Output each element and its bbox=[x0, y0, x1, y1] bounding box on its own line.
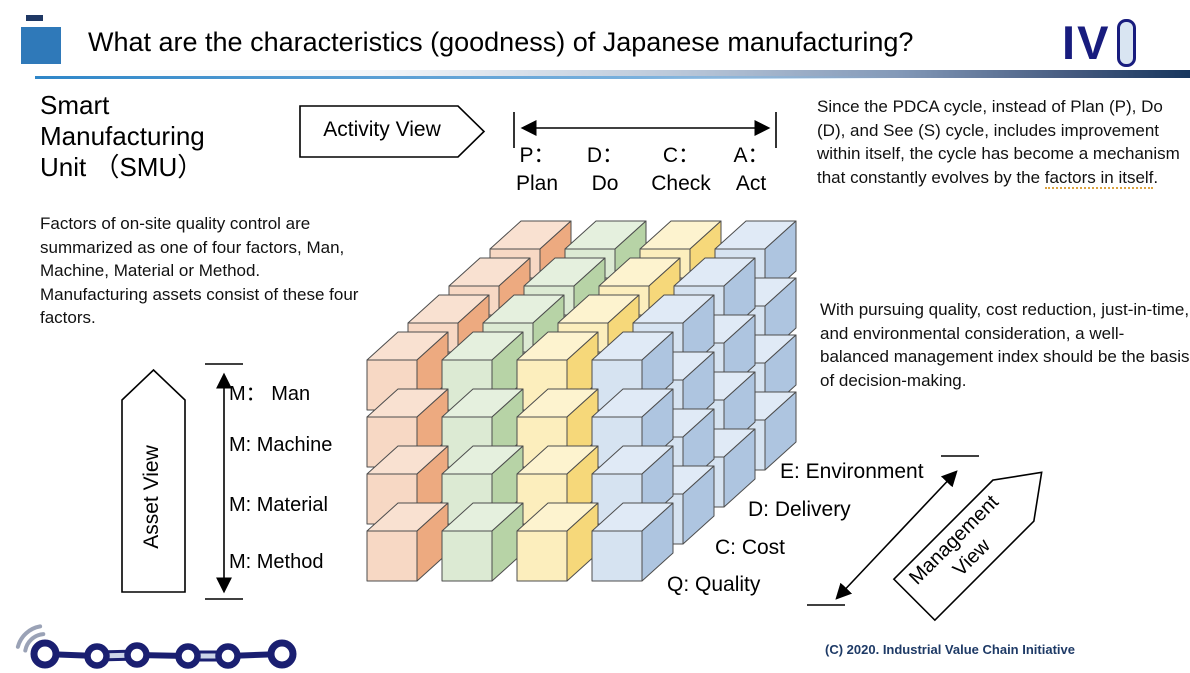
ivi-logo: I V bbox=[1062, 16, 1137, 69]
factors-paragraph: Factors of on-site quality control are s… bbox=[40, 214, 359, 327]
asset-view-label: Asset View bbox=[140, 445, 163, 549]
pdca-label-check: C： Check bbox=[633, 142, 729, 198]
activity-view-shape bbox=[299, 105, 486, 158]
management-axis-arrow bbox=[807, 455, 979, 606]
pdca-letter: P： bbox=[519, 144, 555, 167]
pdca-paragraph-lead: Since the PDCA cycle, instead of Plan (P… bbox=[817, 97, 1180, 187]
activity-axis-arrow bbox=[513, 112, 777, 148]
header-accent-square bbox=[21, 27, 61, 64]
title-underline-gradient bbox=[35, 70, 1190, 78]
management-label-3: D: Delivery bbox=[748, 498, 851, 521]
pdca-label-do: D： Do bbox=[557, 142, 653, 198]
ivi-logo-letter-v: V bbox=[1077, 16, 1111, 69]
smu-heading-line1: Smart bbox=[40, 90, 110, 120]
smu-heading: Smart Manufacturing Unit （SMU） bbox=[40, 90, 205, 183]
ivi-logo-letter-i: I bbox=[1062, 16, 1078, 69]
smu-heading-line3: Unit （SMU） bbox=[40, 152, 204, 182]
pdca-letter: C： bbox=[662, 144, 700, 167]
pdca-word: Do bbox=[591, 172, 619, 195]
management-label-1: Q: Quality bbox=[667, 573, 761, 596]
pdca-label-plan: P： Plan bbox=[489, 142, 585, 198]
asset-label-1: M： Man bbox=[229, 383, 311, 405]
pdca-paragraph-tail: . bbox=[1153, 167, 1159, 187]
management-paragraph: With pursuing quality, cost reduction, j… bbox=[820, 300, 1190, 390]
chain-logo-icon bbox=[15, 624, 297, 669]
copyright-text: (C) 2020. Industrial Value Chain Initiat… bbox=[825, 642, 1075, 657]
pdca-word: Check bbox=[651, 172, 711, 195]
pdca-paragraph-underlined: factors in itself bbox=[1044, 167, 1154, 189]
page-title: What are the characteristics (goodness) … bbox=[88, 27, 914, 57]
asset-label-3: M: Material bbox=[229, 494, 328, 516]
asset-axis-arrow bbox=[205, 363, 243, 600]
asset-label-2: M: Machine bbox=[229, 434, 333, 456]
asset-view-shape bbox=[121, 368, 186, 593]
title-underline-blue bbox=[35, 76, 895, 79]
pdca-letter: D： bbox=[586, 144, 624, 167]
cube-face bbox=[366, 530, 418, 582]
management-view-shape bbox=[892, 471, 1043, 622]
smu-heading-line2: Manufacturing bbox=[40, 121, 205, 151]
pdca-paragraph: Since the PDCA cycle, instead of Plan (P… bbox=[817, 95, 1189, 189]
cube-face bbox=[516, 530, 568, 582]
asset-label-4: M: Method bbox=[229, 551, 324, 573]
cube-face bbox=[591, 530, 643, 582]
activity-view-label: Activity View bbox=[323, 118, 441, 141]
pdca-word: Plan bbox=[515, 172, 559, 195]
pdca-letter: A： bbox=[733, 144, 769, 167]
smu-cube-array bbox=[366, 220, 797, 582]
header-accent-chip bbox=[26, 15, 43, 21]
management-label-4: E: Environment bbox=[780, 460, 924, 483]
pdca-word: Act bbox=[735, 172, 767, 195]
pdca-label-act: A： Act bbox=[703, 142, 799, 198]
management-label-2: C: Cost bbox=[715, 536, 786, 559]
ivi-logo-bar-icon bbox=[1117, 19, 1137, 67]
cube-face bbox=[441, 530, 493, 582]
